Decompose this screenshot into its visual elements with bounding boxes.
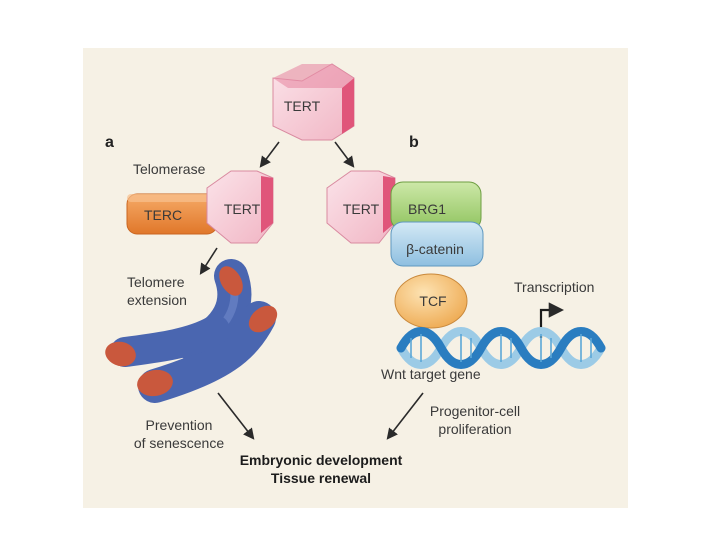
arrow-a-to-outcome — [217, 392, 255, 440]
tert-a-label: TERT — [224, 201, 261, 217]
telomere-extension-label-2: extension — [127, 292, 187, 308]
arrow-to-wnt — [334, 141, 355, 168]
progenitor-label-2: proliferation — [438, 421, 511, 437]
terc-label: TERC — [144, 207, 182, 223]
progenitor-label-1: Progenitor-cell — [430, 403, 520, 419]
dna-helix — [396, 327, 606, 369]
outcome-label-1: Embryonic development — [240, 452, 403, 468]
brg1-label: BRG1 — [408, 201, 446, 217]
prevention-label-1: Prevention — [146, 417, 213, 433]
tert-a-hexagon: TERT — [206, 170, 274, 244]
wnt-target-gene-label: Wnt target gene — [381, 366, 481, 382]
tert-top-hexagon: TERT — [272, 63, 355, 141]
arrow-to-telomerase — [259, 141, 280, 168]
diagram-canvas: TERT a b Telomerase TERC TERT Telomere e… — [105, 63, 606, 486]
tert-top-label: TERT — [284, 98, 321, 114]
figure-panel: TERT a b Telomerase TERC TERT Telomere e… — [83, 48, 628, 508]
arrow-b-to-outcome — [386, 392, 424, 440]
arrow-to-telomere — [199, 247, 218, 275]
telomere-extension-label-1: Telomere — [127, 274, 185, 290]
transcription-label: Transcription — [514, 279, 594, 295]
tcf-label: TCF — [419, 293, 446, 309]
panel-b-label: b — [409, 134, 419, 151]
chromosome-illustration — [105, 259, 278, 403]
beta-catenin-block: β-catenin — [390, 221, 484, 267]
outcome-label-2: Tissue renewal — [271, 470, 371, 486]
terc-block: TERC — [126, 193, 218, 235]
brg1-block: BRG1 — [390, 181, 482, 231]
telomerase-label: Telomerase — [133, 161, 206, 177]
tcf-block: TCF — [394, 273, 468, 329]
prevention-label-2: of senescence — [134, 435, 224, 451]
tert-b-label: TERT — [343, 201, 380, 217]
tert-b-hexagon: TERT — [326, 170, 396, 244]
beta-catenin-label: β-catenin — [406, 241, 464, 257]
panel-a-label: a — [105, 134, 114, 151]
